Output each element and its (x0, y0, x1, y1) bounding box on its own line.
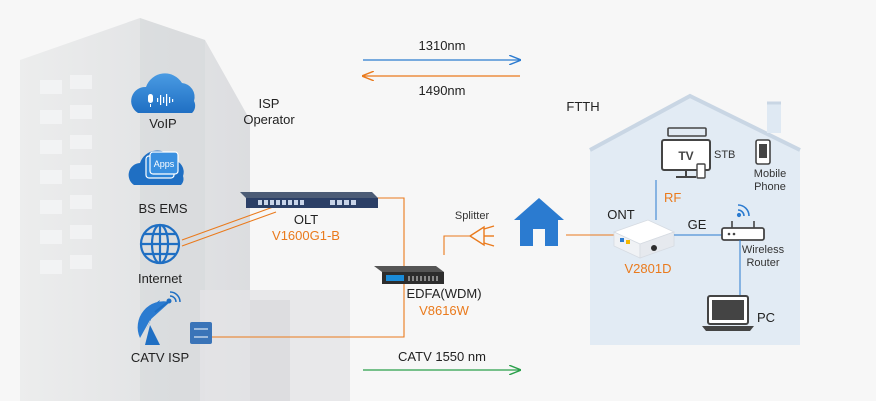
stb-label: STB (714, 149, 735, 161)
ftth-label: FTTH (566, 99, 599, 114)
internet-label: Internet (138, 271, 182, 286)
mobile-label-line1: Mobile (754, 168, 786, 180)
olt-label: OLT (294, 212, 318, 227)
apps-icon: Apps (128, 150, 184, 185)
mobile-label-line2: Phone (754, 181, 786, 193)
ont-device (612, 219, 676, 259)
tv-text: TV (678, 149, 693, 163)
voip-label: VoIP (149, 116, 176, 131)
wifi-icon (736, 204, 750, 218)
upstream-label: 1310nm (419, 38, 466, 53)
catv-isp-label: CATV ISP (131, 350, 189, 365)
downstream-arrow: 1490nm (363, 76, 520, 98)
voip-cloud-icon (131, 73, 196, 113)
isp-operator-label-line2: Operator (243, 112, 295, 127)
tv-icon: TV (661, 127, 711, 179)
downstream-label: 1490nm (419, 83, 466, 98)
edfa-label: EDFA(WDM) (406, 286, 481, 301)
bs-ems-label: BS EMS (138, 201, 187, 216)
pc-label: PC (757, 310, 775, 325)
ge-label: GE (688, 217, 707, 232)
background-building (20, 18, 350, 401)
apps-badge-text: Apps (154, 159, 175, 169)
ont-label: ONT (607, 207, 635, 222)
house-outline (589, 93, 801, 345)
olt-model-label: V1600G1-B (272, 228, 340, 243)
globe-icon (139, 223, 181, 265)
olt-device (240, 192, 378, 208)
microphone-icon (148, 94, 174, 107)
edfa-device (374, 266, 444, 284)
edfa-model-label: V8616W (419, 303, 470, 318)
pc-icon (702, 295, 754, 331)
satellite-dish-icon (137, 291, 181, 345)
upstream-arrow: 1310nm (363, 38, 520, 60)
router-label-line1: Wireless (742, 244, 785, 256)
router-icon (721, 221, 765, 241)
router-label-line2: Router (746, 257, 779, 269)
catv-arrow: CATV 1550 nm (363, 349, 520, 370)
catv-transmitter-box (190, 322, 212, 344)
phone-icon (755, 139, 771, 165)
catv-label: CATV 1550 nm (398, 349, 486, 364)
isp-operator-label-line1: ISP (259, 96, 280, 111)
splitter-icon (468, 225, 495, 247)
connection-links (181, 197, 614, 338)
splitter-label: Splitter (455, 210, 490, 222)
ont-model-label: V2801D (625, 261, 672, 276)
rf-label: RF (664, 190, 681, 205)
home-icon (514, 198, 564, 246)
